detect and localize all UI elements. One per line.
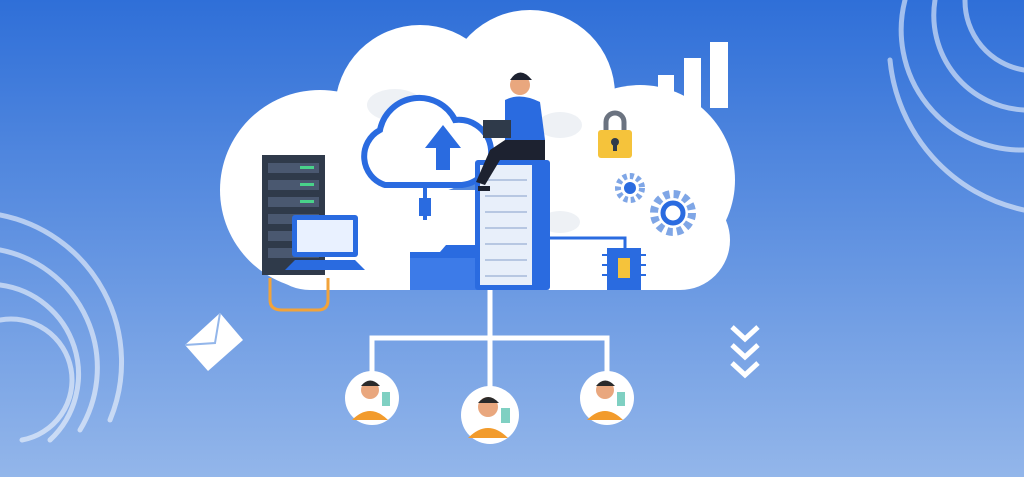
folder-icon	[410, 245, 485, 290]
person-with-laptop-icon	[476, 72, 545, 191]
envelope-icon	[184, 312, 243, 371]
monitor-icon	[285, 215, 365, 270]
user-avatar-icon	[580, 371, 634, 425]
decorative-arcs-left	[0, 212, 125, 443]
user-avatar-icon	[461, 386, 519, 444]
server-tower-icon	[475, 160, 550, 290]
user-avatar-icon	[345, 371, 399, 425]
decorative-arcs-right	[887, 0, 1024, 213]
connector-cable	[268, 278, 330, 312]
chevrons-down-icon	[730, 325, 760, 379]
chip-icon	[602, 248, 646, 290]
gear-icon	[615, 173, 696, 236]
network-tree	[369, 290, 610, 388]
lock-icon	[598, 110, 632, 158]
signal-bars-icon	[658, 42, 728, 108]
data-wire	[550, 236, 627, 248]
